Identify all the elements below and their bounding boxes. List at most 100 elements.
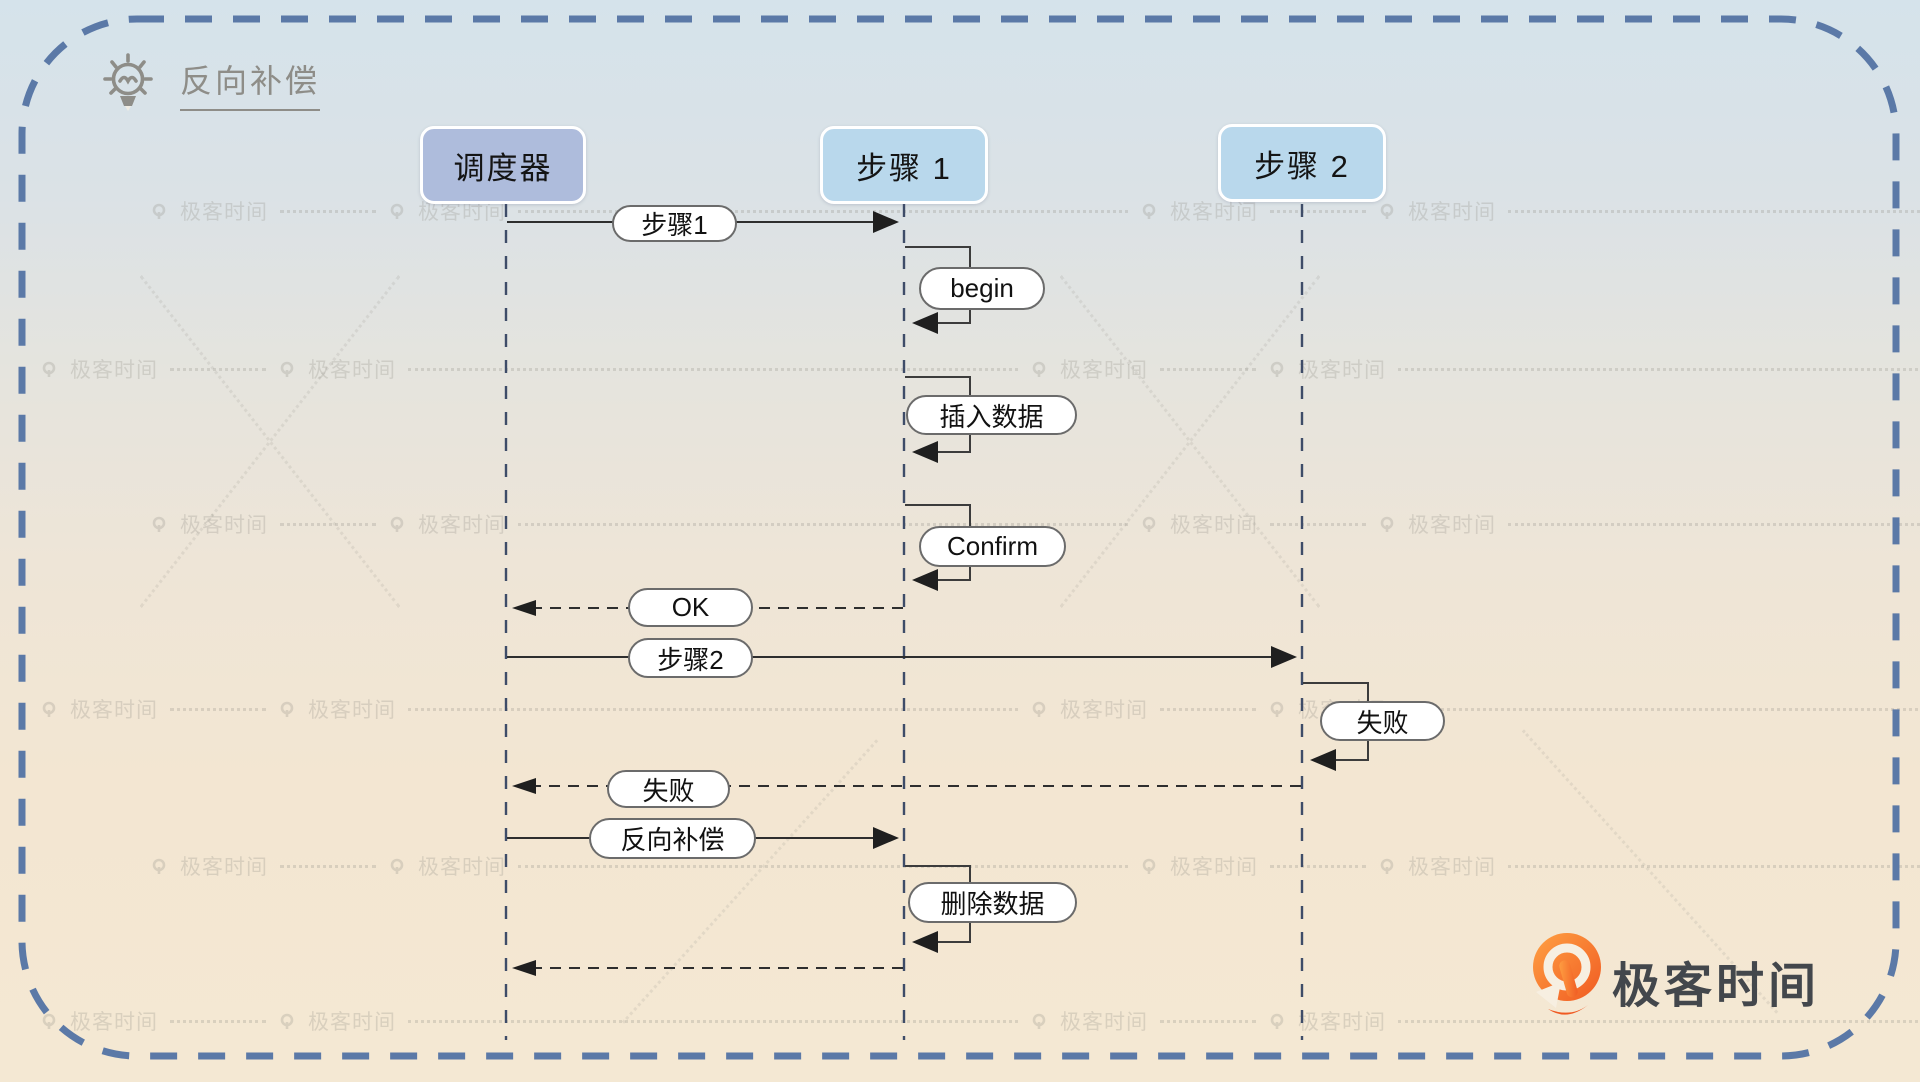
message-label: OK bbox=[628, 588, 753, 627]
watermark-q-icon bbox=[42, 701, 56, 717]
watermark-text: 极客时间 bbox=[70, 699, 158, 722]
watermark-row: 极客时间 极客时间 极客时间 极客时间 极客时间 极客时间 bbox=[40, 354, 1920, 384]
watermark-unit: 极客时间 极客时间 bbox=[40, 1006, 1018, 1036]
watermark-q-icon bbox=[1380, 516, 1394, 532]
watermark-text: 极客时间 bbox=[418, 201, 506, 224]
watermark-text: 极客时间 bbox=[70, 359, 158, 382]
watermark-q-icon bbox=[1032, 701, 1046, 717]
watermark-q-icon bbox=[42, 1013, 56, 1029]
actor-step1: 步骤 1 bbox=[820, 126, 988, 204]
watermark-q-icon bbox=[152, 858, 166, 874]
watermark-text: 极客时间 bbox=[180, 201, 268, 224]
watermark-text: 极客时间 bbox=[1298, 359, 1386, 382]
watermark-q-icon bbox=[152, 203, 166, 219]
watermark-text: 极客时间 bbox=[308, 1011, 396, 1034]
watermark-dots bbox=[518, 864, 1128, 868]
watermark-dots bbox=[1270, 864, 1366, 868]
watermark-unit: 极客时间 极客时间 bbox=[40, 354, 1018, 384]
watermark-q-icon bbox=[280, 701, 294, 717]
watermark-text: 极客时间 bbox=[418, 856, 506, 879]
watermark-q-icon bbox=[1032, 1013, 1046, 1029]
watermark-text: 极客时间 bbox=[70, 1011, 158, 1034]
watermark-q-icon bbox=[390, 858, 404, 874]
watermark-row: 极客时间 极客时间 极客时间 极客时间 极客时间 极客时间 bbox=[150, 196, 1920, 226]
watermark-text: 极客时间 bbox=[1170, 201, 1258, 224]
watermark-dots bbox=[1398, 707, 1920, 711]
watermark-dots bbox=[170, 367, 266, 371]
page-title: 反向补偿 bbox=[180, 56, 321, 111]
watermark-row: 极客时间 极客时间 极客时间 极客时间 极客时间 极客时间 bbox=[150, 851, 1920, 881]
watermark-q-icon bbox=[1142, 203, 1156, 219]
watermark-dots bbox=[1398, 1019, 1920, 1023]
watermark-dots bbox=[1508, 209, 1920, 213]
watermark-dots bbox=[518, 522, 1128, 526]
watermark-q-icon bbox=[280, 1013, 294, 1029]
message-label: 删除数据 bbox=[908, 882, 1077, 923]
lightbulb-icon bbox=[103, 53, 153, 111]
watermark-text: 极客时间 bbox=[1060, 1011, 1148, 1034]
message-label: Confirm bbox=[919, 526, 1066, 567]
geektime-logo-text: 极客时间 bbox=[1612, 960, 1821, 1013]
watermark-unit: 极客时间 极客时间 bbox=[1140, 509, 1920, 539]
message-label: begin bbox=[919, 267, 1045, 310]
watermark-dots bbox=[280, 209, 376, 213]
watermark-q-icon bbox=[390, 516, 404, 532]
watermark-text: 极客时间 bbox=[308, 699, 396, 722]
watermark-q-icon bbox=[1142, 858, 1156, 874]
message-label: 反向补偿 bbox=[589, 818, 756, 859]
watermark-unit: 极客时间 极客时间 bbox=[1030, 1006, 1920, 1036]
watermark-q-icon bbox=[42, 361, 56, 377]
watermark-dots bbox=[1160, 707, 1256, 711]
watermark-row: 极客时间 极客时间 极客时间 极客时间 极客时间 极客时间 bbox=[40, 1006, 1920, 1036]
watermark-unit: 极客时间 极客时间 bbox=[150, 196, 1128, 226]
watermark-dots bbox=[1508, 522, 1920, 526]
watermark-text: 极客时间 bbox=[1060, 699, 1148, 722]
message-label: 步骤2 bbox=[628, 638, 753, 678]
watermark-dots bbox=[1398, 367, 1920, 371]
watermark-text: 极客时间 bbox=[418, 514, 506, 537]
watermark-dots bbox=[408, 1019, 1018, 1023]
watermark-dots bbox=[280, 864, 376, 868]
watermark-dots bbox=[1160, 367, 1256, 371]
watermark-unit: 极客时间 极客时间 bbox=[40, 694, 1018, 724]
watermark-q-icon bbox=[152, 516, 166, 532]
watermark-q-icon bbox=[1032, 361, 1046, 377]
watermark-dots bbox=[1508, 864, 1920, 868]
watermark-text: 极客时间 bbox=[1408, 856, 1496, 879]
watermark-text: 极客时间 bbox=[1298, 1011, 1386, 1034]
watermark-dots bbox=[518, 209, 1128, 213]
watermark-q-icon bbox=[280, 361, 294, 377]
watermark-q-icon bbox=[1380, 858, 1394, 874]
watermark-text: 极客时间 bbox=[1060, 359, 1148, 382]
watermark-unit: 极客时间 极客时间 bbox=[1030, 354, 1920, 384]
watermark-unit: 极客时间 极客时间 bbox=[1140, 851, 1920, 881]
watermark-text: 极客时间 bbox=[308, 359, 396, 382]
watermark-q-icon bbox=[390, 203, 404, 219]
watermark-text: 极客时间 bbox=[1170, 514, 1258, 537]
message-label: 失败 bbox=[1320, 701, 1445, 741]
watermark-text: 极客时间 bbox=[1408, 201, 1496, 224]
message-label: 插入数据 bbox=[906, 395, 1077, 435]
watermark-row: 极客时间 极客时间 极客时间 极客时间 极客时间 极客时间 bbox=[150, 509, 1920, 539]
watermark-text: 极客时间 bbox=[1170, 856, 1258, 879]
message-label: 步骤1 bbox=[612, 205, 737, 242]
watermark-text: 极客时间 bbox=[180, 856, 268, 879]
watermark-unit: 极客时间 极客时间 bbox=[150, 851, 1128, 881]
watermark-text: 极客时间 bbox=[180, 514, 268, 537]
watermark-dots bbox=[408, 367, 1018, 371]
watermark-dots bbox=[408, 707, 1018, 711]
watermark-unit: 极客时间 极客时间 bbox=[1140, 196, 1920, 226]
watermark-q-icon bbox=[1270, 361, 1284, 377]
watermark-q-icon bbox=[1142, 516, 1156, 532]
watermark-text: 极客时间 bbox=[1408, 514, 1496, 537]
actor-step2: 步骤 2 bbox=[1218, 124, 1386, 202]
watermark-q-icon bbox=[1380, 203, 1394, 219]
watermark-dots bbox=[280, 522, 376, 526]
watermark-dots bbox=[1270, 209, 1366, 213]
message-label: 失败 bbox=[607, 770, 730, 808]
watermark-q-icon bbox=[1270, 701, 1284, 717]
watermark-dots bbox=[170, 707, 266, 711]
watermark-q-icon bbox=[1270, 1013, 1284, 1029]
